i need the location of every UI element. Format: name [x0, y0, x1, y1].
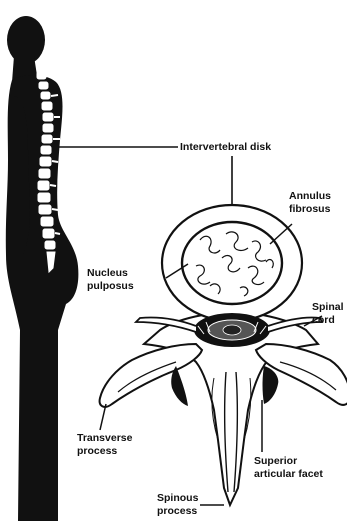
- transverse-leader: [100, 404, 106, 430]
- spinous-process-label-line1: Spinous: [157, 492, 199, 504]
- nucleus-pulposus: [182, 222, 282, 304]
- vertebra-body: [100, 205, 347, 505]
- intervertebral-disk-label: Intervertebral disk: [180, 141, 271, 153]
- transverse-process-label-line1: Transverse: [77, 432, 133, 444]
- left-articular-facet: [171, 366, 188, 406]
- spinal-cord-label-line1: Spinal: [312, 301, 344, 313]
- annulus-fibrosus-label-line2: fibrosus: [289, 203, 331, 215]
- spinal-cord-center: [223, 325, 241, 335]
- transverse-process-label-line2: process: [77, 445, 117, 457]
- right-articular-facet: [263, 366, 279, 404]
- superior-articular-facet-label-line2: articular facet: [254, 468, 323, 480]
- left-transverse-process: [100, 344, 202, 407]
- nucleus-pulposus-label-line2: pulposus: [87, 280, 134, 292]
- spinous-process-label-line2: process: [157, 505, 197, 517]
- nucleus-pulposus-label-line1: Nucleus: [87, 267, 128, 279]
- spinal-cord-label-line2: cord: [312, 314, 335, 326]
- annulus-fibrosus-label-line1: Annulus: [289, 190, 331, 202]
- superior-articular-facet-label-line1: Superior: [254, 455, 297, 467]
- human-silhouette: [6, 16, 79, 521]
